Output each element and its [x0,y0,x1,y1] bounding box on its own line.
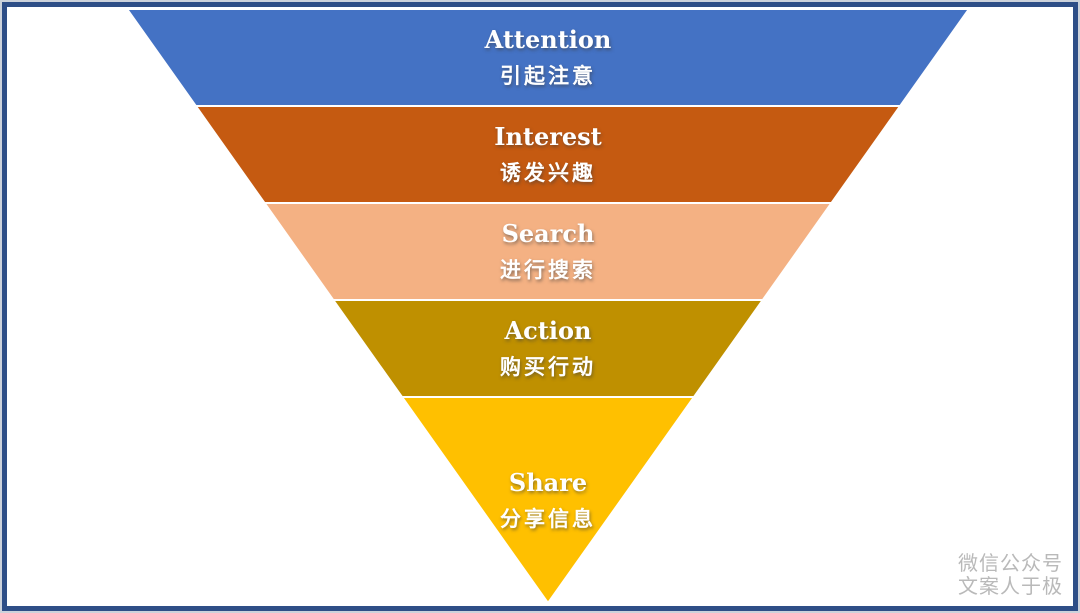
funnel-stage-attention-shape [125,8,971,107]
funnel-stage-interest-shape [193,105,903,204]
funnel-stage-action-shape [331,299,765,398]
watermark: 微信公众号 文案人于极 [958,553,1063,599]
watermark-line2: 文案人于极 [958,576,1063,598]
funnel-stage-share-shape [400,396,696,605]
watermark-line1: 微信公众号 [958,553,1063,575]
funnel-stage-search-shape [262,202,834,301]
